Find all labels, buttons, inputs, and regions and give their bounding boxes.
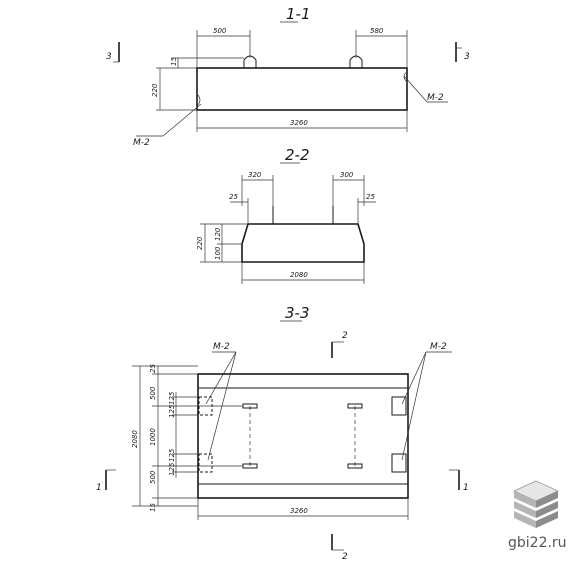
cut-mark-right-label: 3: [464, 52, 470, 62]
dim-label: 125: [168, 448, 176, 462]
section-3-title: 3-3: [285, 304, 310, 322]
stacked-slabs-icon: [513, 480, 559, 528]
slab-plan-view: [197, 373, 409, 499]
section-2-2: 2-2 320 300 25 25 220 120 100: [196, 146, 376, 284]
cut-mark-right-label: 1: [463, 483, 469, 493]
dim-label: 500: [149, 470, 157, 484]
section-3-3: 3-3 M-2 M-2 2 2: [96, 304, 469, 562]
cut-mark-bottom-label: 2: [342, 552, 348, 562]
plate-m2: [391, 453, 407, 473]
dim-label: 580: [370, 27, 384, 35]
dim-label: 15: [170, 57, 178, 66]
dim-label: 3260: [290, 119, 308, 127]
leader-line: [401, 351, 427, 461]
dim-label: 120: [214, 227, 222, 241]
dim-label: 320: [248, 171, 262, 179]
hook-plan: [347, 403, 363, 409]
dim-label: 25: [366, 193, 375, 201]
dim-label: 25: [149, 364, 157, 373]
dim-label: 2080: [290, 271, 308, 279]
dim-label: 25: [229, 193, 238, 201]
hook-plan: [347, 463, 363, 469]
cut-mark-top-label: 2: [342, 331, 348, 341]
cut-mark-left-label: 3: [106, 52, 112, 62]
dim-label: 1000: [149, 428, 157, 446]
slab-cross-section: [241, 223, 365, 263]
watermark-text: gbi22.ru: [508, 535, 567, 551]
dim-label: 125: [168, 404, 176, 418]
leader-line: [401, 351, 427, 405]
section-1-title: 1-1: [286, 5, 311, 23]
dim-label: 3260: [290, 507, 308, 515]
left-corner-mark: [196, 93, 201, 107]
dim-label: 2080: [131, 430, 139, 448]
dim-label: 500: [213, 27, 227, 35]
cut-mark-left-label: 1: [96, 483, 102, 493]
dim-label: 125: [168, 391, 176, 405]
leader-line: [403, 75, 428, 103]
slab-side-view: [196, 67, 408, 111]
dim-label: 125: [168, 462, 176, 476]
dim-label: 100: [214, 246, 222, 260]
label-m2-right: M-2: [427, 93, 444, 103]
label-m2-left: M-2: [213, 342, 230, 352]
plate-m2: [198, 453, 213, 473]
plate-m2: [391, 396, 407, 416]
label-m2-right: M-2: [430, 342, 447, 352]
dim-label: 500: [149, 386, 157, 400]
dim-label: 15: [149, 503, 157, 512]
leader-line: [205, 351, 237, 405]
label-m2-left: M-2: [133, 138, 150, 148]
section-2-title: 2-2: [285, 146, 310, 164]
section-1-1: 1-1 500 580 15 220 3260 M-2: [106, 5, 470, 148]
dim-label: 220: [151, 83, 159, 97]
dim-label: 300: [340, 171, 354, 179]
dim-label: 220: [196, 236, 204, 250]
leader-line: [162, 103, 202, 137]
